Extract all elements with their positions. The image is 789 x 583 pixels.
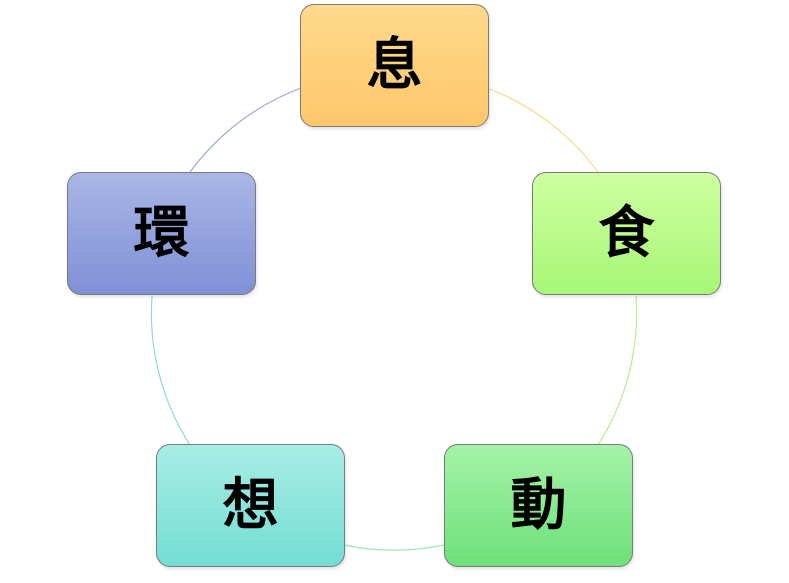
cycle-arc-2	[597, 295, 638, 446]
node-label: 食	[598, 200, 655, 266]
node-movement: 動	[444, 444, 633, 567]
cycle-arc-1	[486, 87, 599, 173]
cycle-arc-3	[343, 544, 445, 551]
node-thought: 想	[156, 444, 345, 567]
node-environment: 環	[67, 172, 256, 295]
cycle-arc-4	[150, 295, 191, 446]
node-label: 動	[510, 472, 567, 538]
cycle-arc-5	[189, 87, 302, 173]
node-label: 息	[366, 32, 423, 98]
node-food: 食	[532, 172, 721, 295]
node-label: 環	[133, 200, 190, 266]
node-breath: 息	[300, 4, 489, 127]
node-label: 想	[222, 472, 279, 538]
